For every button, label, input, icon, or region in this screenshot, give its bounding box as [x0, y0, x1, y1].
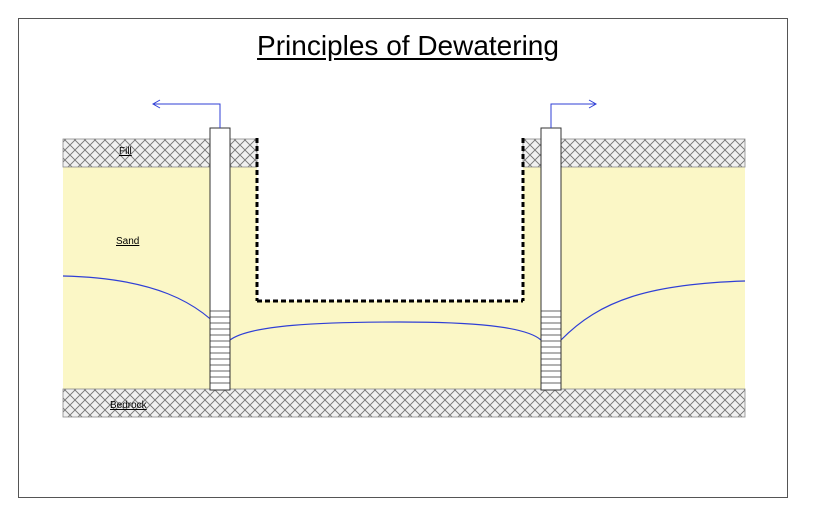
discharge-arrow-right: [550, 99, 598, 128]
page-title: Principles of Dewatering: [257, 30, 559, 61]
fill-label: Fill: [119, 146, 132, 157]
bedrock-label: Bedrock: [110, 400, 148, 411]
bedrock-layer: [62, 388, 746, 418]
excavation: [257, 138, 523, 301]
sand-label: Sand: [116, 236, 139, 247]
discharge-arrow-left: [151, 99, 221, 128]
sheet-pile-walls: [255, 138, 525, 303]
well-right: [540, 127, 562, 391]
well-left: [209, 127, 231, 391]
